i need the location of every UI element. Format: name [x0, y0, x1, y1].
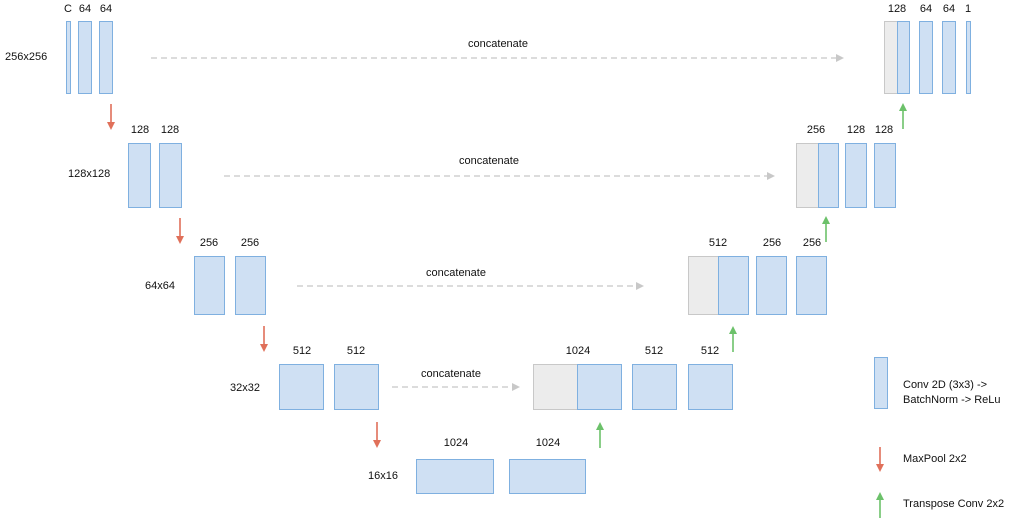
channel-label: 128	[874, 124, 894, 136]
legend-maxpool-label: MaxPool 2x2	[903, 453, 967, 465]
channel-label: 512	[292, 345, 312, 357]
conv-block	[796, 256, 827, 315]
concat-copy-block	[796, 143, 820, 208]
channel-label: 64	[919, 3, 933, 15]
channel-label: 128	[887, 3, 907, 15]
resolution-label-16: 16x16	[368, 470, 398, 482]
concatenate-label: concatenate	[459, 155, 519, 167]
conv-block	[942, 21, 956, 94]
conv-block	[756, 256, 787, 315]
legend-conv-swatch	[874, 357, 888, 409]
concatenate-label: concatenate	[426, 267, 486, 279]
legend-upconv-label: Transpose Conv 2x2	[903, 498, 1005, 510]
conv-block	[334, 364, 379, 410]
legend-conv-label-line2: BatchNorm -> ReLu	[903, 394, 1001, 406]
upsampled-block	[577, 364, 622, 410]
channel-label: 256	[762, 237, 782, 249]
channel-label: 512	[644, 345, 664, 357]
input-block	[66, 21, 71, 94]
resolution-label-256: 256x256	[5, 51, 48, 63]
channel-label: 64	[99, 3, 113, 15]
conv-block	[194, 256, 225, 315]
conv-block	[159, 143, 182, 208]
channel-label: 512	[700, 345, 720, 357]
channel-label: 64	[942, 3, 956, 15]
output-block	[966, 21, 971, 94]
conv-block	[78, 21, 92, 94]
conv-block	[874, 143, 896, 208]
conv-block	[845, 143, 867, 208]
bottleneck-block	[416, 459, 494, 494]
conv-block	[919, 21, 933, 94]
channel-label: 1024	[443, 437, 469, 449]
channel-label: 1024	[535, 437, 561, 449]
channel-label: 256	[802, 237, 822, 249]
concatenate-label: concatenate	[421, 368, 481, 380]
channel-label: 128	[130, 124, 150, 136]
conv-block	[688, 364, 733, 410]
channel-label: 512	[708, 237, 728, 249]
upsampled-block	[718, 256, 749, 315]
conv-block	[279, 364, 324, 410]
concatenate-label: concatenate	[468, 38, 528, 50]
resolution-label-32: 32x32	[230, 382, 260, 394]
upsampled-block	[818, 143, 839, 208]
resolution-label-128: 128x128	[68, 168, 111, 180]
resolution-label-64: 64x64	[145, 280, 175, 292]
channel-label: 256	[806, 124, 826, 136]
channel-label: 256	[199, 237, 219, 249]
upsampled-block	[897, 21, 910, 94]
channel-label: 128	[846, 124, 866, 136]
channel-label: C	[64, 3, 72, 15]
legend-conv-label-line1: Conv 2D (3x3) ->	[903, 379, 988, 391]
channel-label: 512	[346, 345, 366, 357]
conv-block	[235, 256, 266, 315]
bottleneck-block	[509, 459, 586, 494]
channel-label: 64	[78, 3, 92, 15]
conv-block	[632, 364, 677, 410]
channel-label: 128	[160, 124, 180, 136]
conv-block	[99, 21, 113, 94]
conv-block	[128, 143, 151, 208]
channel-label: 1024	[565, 345, 591, 357]
channel-label: 256	[240, 237, 260, 249]
channel-label: 1	[964, 3, 972, 15]
